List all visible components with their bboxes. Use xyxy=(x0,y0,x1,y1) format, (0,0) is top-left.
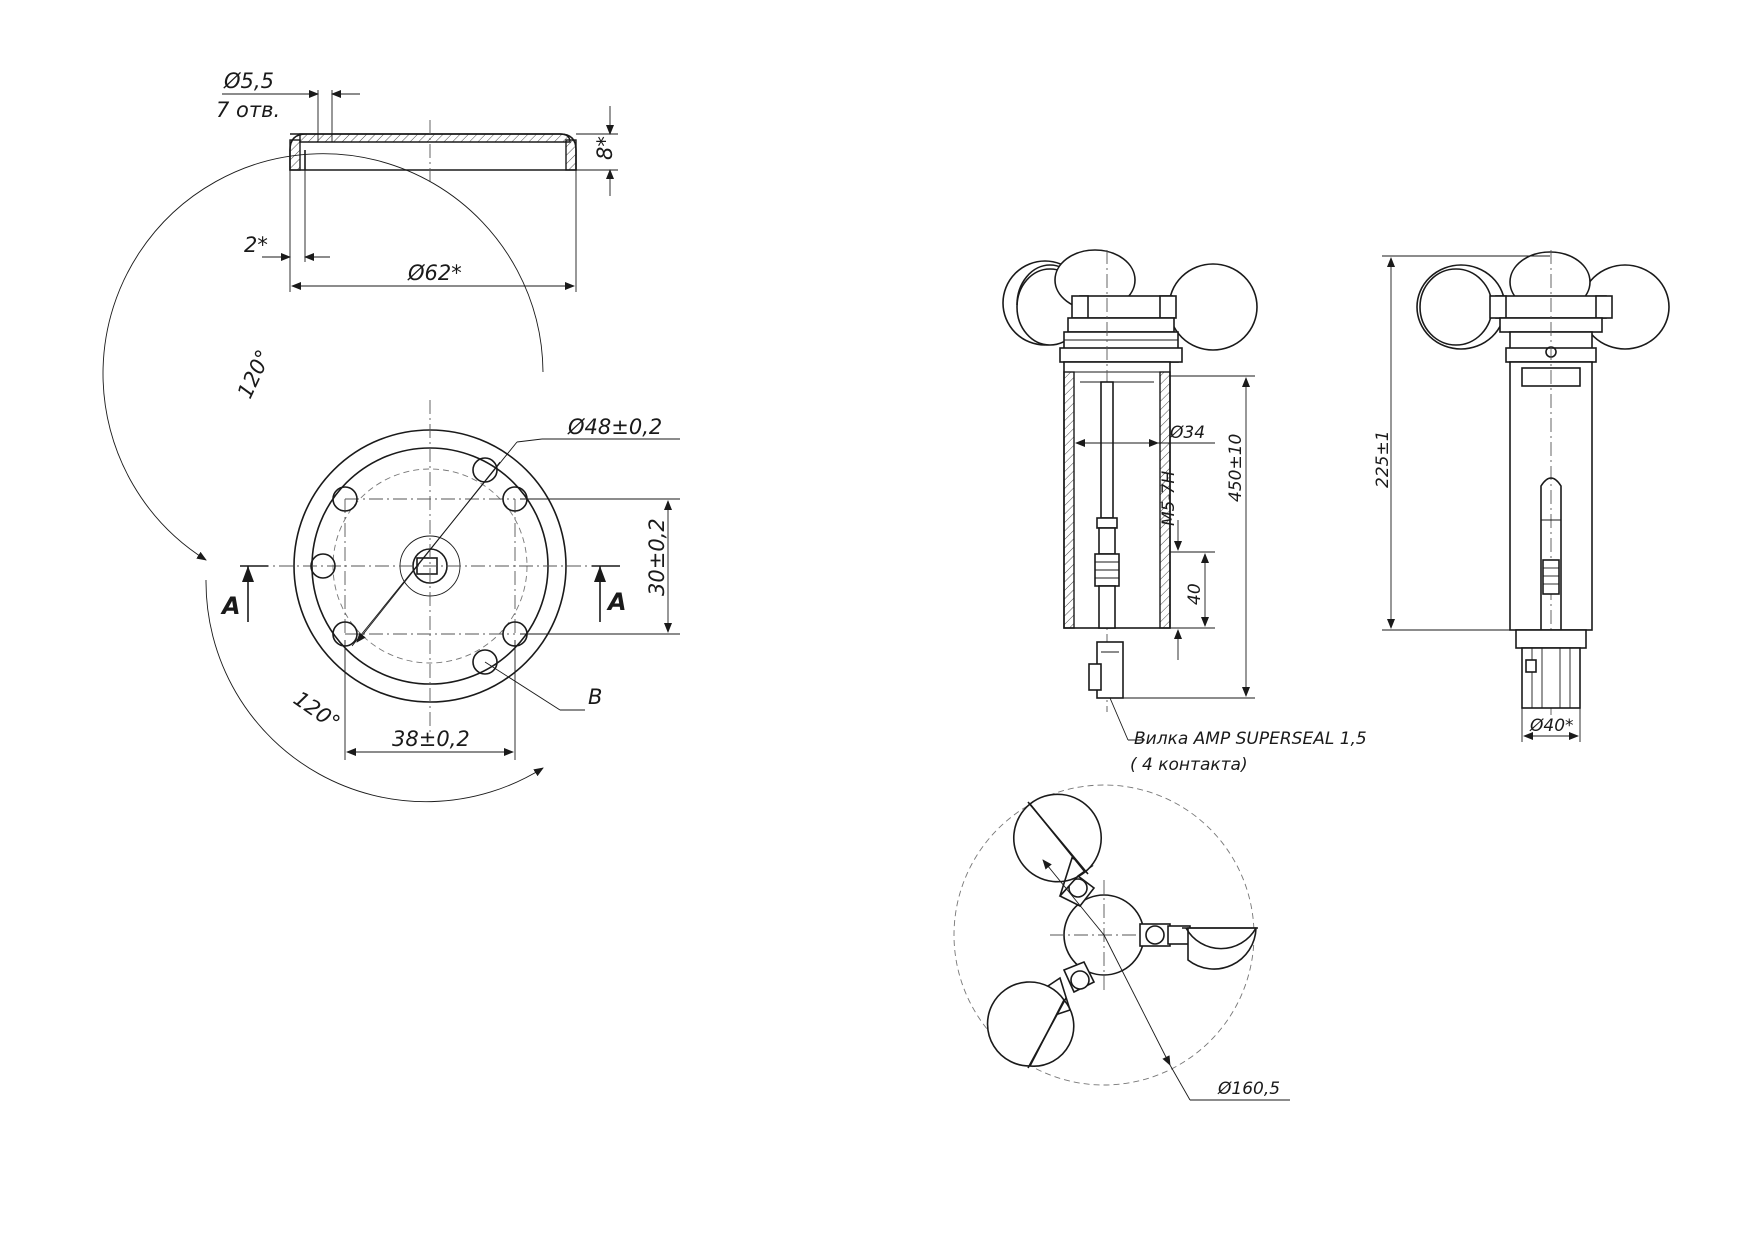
connector-label: Вилка AMP SUPERSEAL 1,5 xyxy=(1134,729,1367,749)
anemometer-front-view: 225±1 Ø40* xyxy=(1373,250,1670,742)
wall-thickness-label: 2* xyxy=(244,233,268,257)
horizontal-spacing-label: 38±0,2 xyxy=(392,727,470,751)
vertical-spacing-label: 30±0,2 xyxy=(645,518,669,596)
anemometer-top-view: Ø160,5 xyxy=(953,784,1290,1101)
front-height-label: 225±1 xyxy=(1373,430,1393,488)
thread-label: M5-7H xyxy=(1159,471,1179,526)
outer-diameter-label: Ø62* xyxy=(407,261,462,285)
body-diameter-label: Ø40* xyxy=(1529,716,1574,736)
base-plate-view: 120° 120° Ø48±0,2 30±0, xyxy=(102,153,680,803)
gasket-section-view: Ø5,5 7 отв. 8* 2* Ø62* xyxy=(216,69,618,292)
anemometer-side-view: Ø34 450±10 M5-7H 40 Вилка AMP SUPERSEAL … xyxy=(1002,249,1367,775)
bore-diameter-label: Ø34 xyxy=(1169,423,1205,443)
total-height-label: 450±10 xyxy=(1226,434,1246,502)
thread-depth-label: 40 xyxy=(1185,583,1205,605)
view-b-label: B xyxy=(588,685,602,709)
angle-top-label: 120° xyxy=(233,346,276,402)
hole-count-label: 7 отв. xyxy=(216,98,280,122)
hole-diameter-label: Ø5,5 xyxy=(223,69,274,93)
connector-contacts-label: ( 4 контакта) xyxy=(1130,755,1248,775)
pcd-label: Ø48±0,2 xyxy=(567,415,662,439)
thickness-label: 8* xyxy=(593,136,617,160)
angle-bottom-label: 120° xyxy=(289,686,344,735)
sweep-diameter-label: Ø160,5 xyxy=(1217,1079,1280,1099)
section-left-label: A xyxy=(220,592,241,620)
section-right-label: A xyxy=(606,588,627,616)
